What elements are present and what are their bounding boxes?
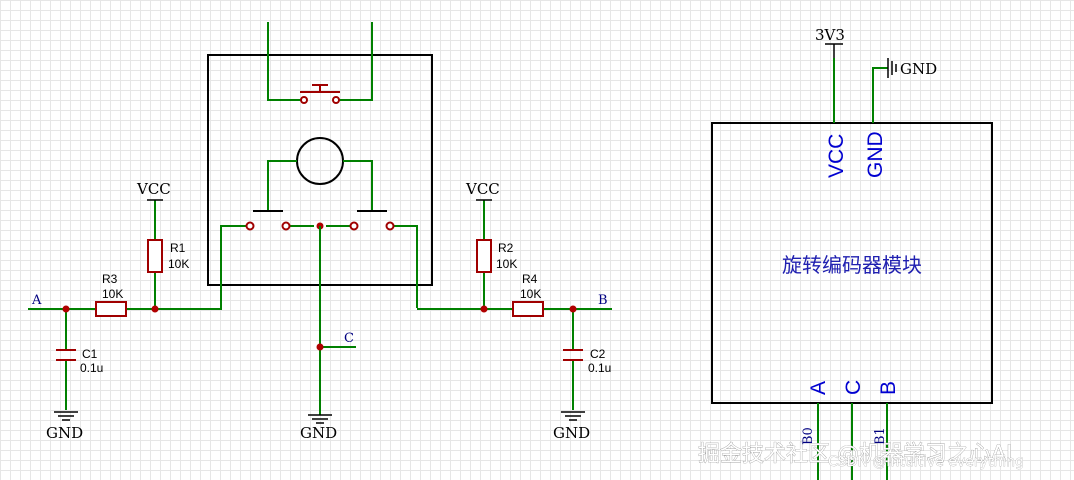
gnd-label-common: GND [300,424,337,442]
push-switch-wires [267,22,373,101]
r3-value: 10K [102,287,123,301]
wire-label-b0: B0 [801,427,816,445]
r3-ref: R3 [102,272,118,286]
gnd-label-c2: GND [553,424,590,442]
pin-label-c: C [842,380,865,395]
bottom-pin-wires [817,403,888,480]
rotary-knob-symbol [296,137,344,185]
resistor-r4 [512,301,544,317]
gnd-label-c1: GND [46,424,83,442]
junction-b2 [569,305,577,313]
watermark-main: 掘金技术社区 @机器学习之心AI [698,442,1013,467]
gnd-symbol-common [308,414,332,424]
c2-ref: C2 [590,347,606,361]
common-wire [319,226,356,415]
r1-ref: R1 [170,241,186,255]
capacitor-c1 [56,349,76,361]
c2-value: 0.1u [588,361,611,375]
knob-wires [267,160,373,210]
vcc-label-right: VCC [465,180,500,198]
junction-c [316,343,324,351]
supply-label: 3V3 [815,26,845,44]
r4-value: 10K [520,287,541,301]
net-label-b: B [598,293,608,308]
push-button-switch [300,84,340,104]
pin-label-gnd: GND [864,131,887,178]
resistor-r3 [95,301,127,317]
module-title: 旋转编码器模块 [782,253,922,277]
c1-value: 0.1u [80,361,103,375]
gnd-pin-wire [872,67,888,123]
c1-ref: C1 [82,347,98,361]
junction-b1 [480,305,488,313]
channel-a-wire [28,200,222,410]
pin-label-vcc: VCC [825,134,848,178]
gnd-symbol-c1 [54,411,78,421]
junction-a1 [62,305,70,313]
wire-label-b1: B1 [873,427,888,445]
pin-label-b: B [877,381,900,395]
pin-label-a: A [807,381,830,395]
resistor-r1 [147,239,163,273]
capacitor-c2 [563,349,583,361]
module-gnd-label: GND [900,60,937,78]
resistor-r2 [476,239,492,273]
vcc-label-left: VCC [136,180,171,198]
r1-value: 10K [168,257,189,271]
r4-ref: R4 [522,272,538,286]
r2-value: 10K [496,257,517,271]
junction-a2 [151,305,159,313]
gnd-symbol-c2 [561,411,585,421]
gnd-symbol-module [887,58,897,78]
watermark-sub: CSDN @Intuitive everything [828,454,1024,470]
net-label-a: A [31,293,42,308]
net-label-c: C [344,331,354,346]
r2-ref: R2 [498,241,514,255]
channel-b-wire [417,200,612,410]
